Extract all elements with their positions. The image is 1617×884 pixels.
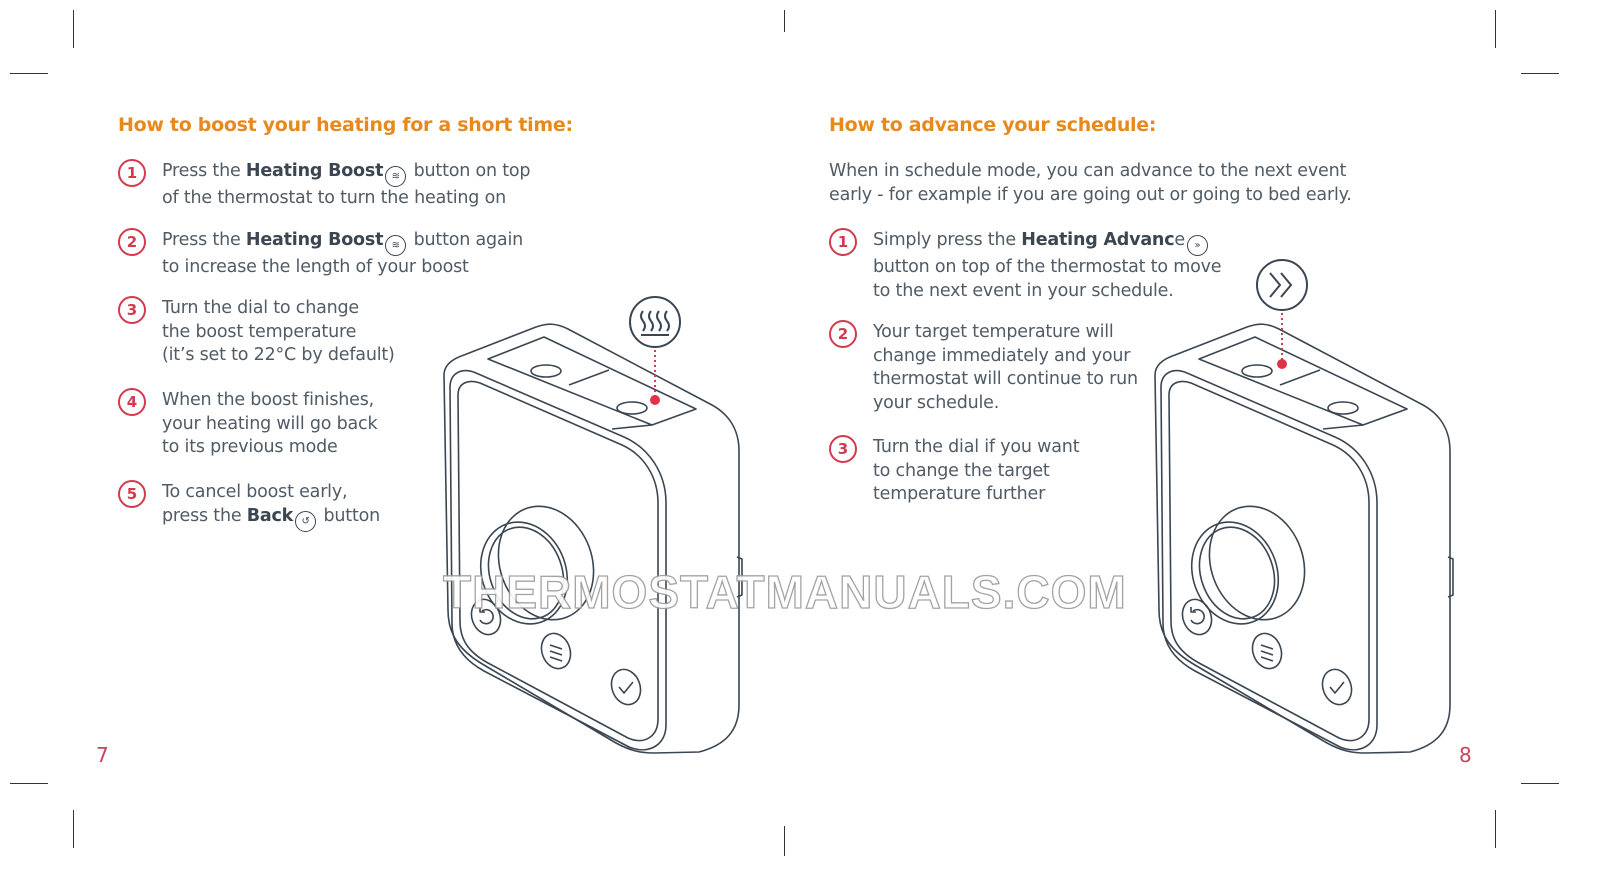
crop-mark [784,10,785,32]
back-icon: ↺ [295,510,317,532]
advance-callout-icon [1256,259,1308,311]
heat-callout-icon [629,296,681,348]
callout-dot [1277,359,1287,369]
step-number: 1 [829,228,857,256]
step-number: 4 [118,388,146,416]
crop-mark [1495,810,1496,848]
heat-icon: ≋ [385,166,407,187]
step-number: 3 [829,435,857,463]
crop-mark [1521,783,1559,784]
crop-mark [784,826,785,856]
crop-mark [10,783,48,784]
advance-icon: » [1186,235,1208,256]
crop-mark [1521,73,1559,74]
crop-mark [1495,10,1496,48]
page-number: 7 [96,743,109,767]
crop-mark [10,73,48,74]
intro-text: When in schedule mode, you can advance t… [829,161,1352,205]
right-heading: How to advance your schedule: [829,114,1157,136]
crop-mark [73,810,74,848]
step-number: 3 [118,296,146,324]
step-text: Simply press the Heating Advance»button … [873,230,1222,301]
watermark: THERMOSTATMANUALS.COM [442,565,1127,618]
left-heading: How to boost your heating for a short ti… [118,114,573,136]
step-text: When the boost finishes,your heating wil… [162,390,378,457]
callout-dot [650,395,660,405]
thermostat-illustration-boost [443,323,743,754]
step-number: 2 [118,228,146,256]
step-number: 1 [118,159,146,187]
step-number: 2 [829,320,857,348]
step-text: To cancel boost early,press the Back↺ bu… [162,481,380,532]
page-number: 8 [1459,743,1472,767]
crop-mark [73,10,74,48]
step-number: 5 [118,480,146,508]
thermostat-illustration-advance [1154,323,1454,754]
heat-icon: ≋ [385,235,407,256]
